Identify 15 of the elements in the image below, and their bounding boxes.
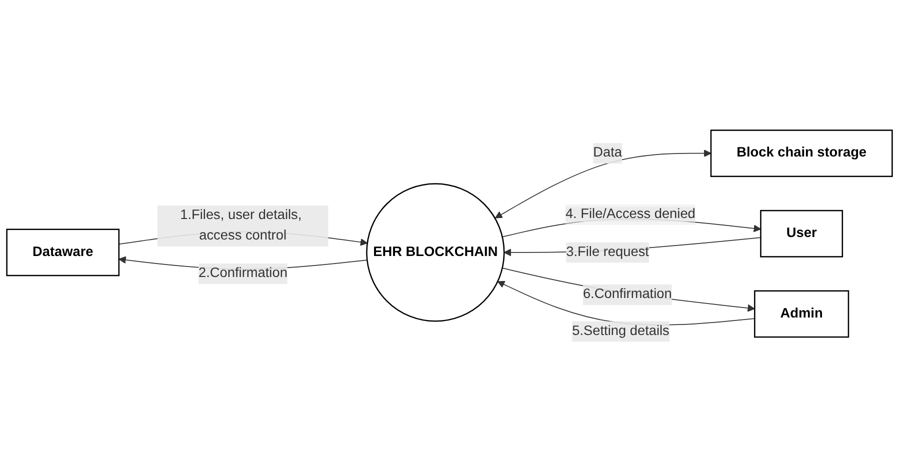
node-box: Dataware: [6, 228, 120, 276]
node-box: User: [760, 210, 844, 258]
edge-label: 6.Confirmation: [582, 287, 672, 302]
node-circle: EHR BLOCKCHAIN: [366, 183, 505, 322]
edge-label: 5.Setting details: [572, 324, 670, 338]
node-box: Admin: [754, 290, 850, 338]
edge-label: 3.File request: [566, 244, 649, 260]
arrow: [497, 280, 756, 326]
edge-label: 4. File/Access denied: [565, 207, 696, 222]
edge-label: 2.Confirmation: [198, 266, 288, 281]
arrow: [502, 268, 755, 312]
arrow: [494, 150, 712, 218]
edge-label: Data: [593, 146, 622, 160]
node-box: Block chain storage: [710, 130, 893, 178]
edge-label: 1.Files, user details, access control: [180, 208, 302, 244]
